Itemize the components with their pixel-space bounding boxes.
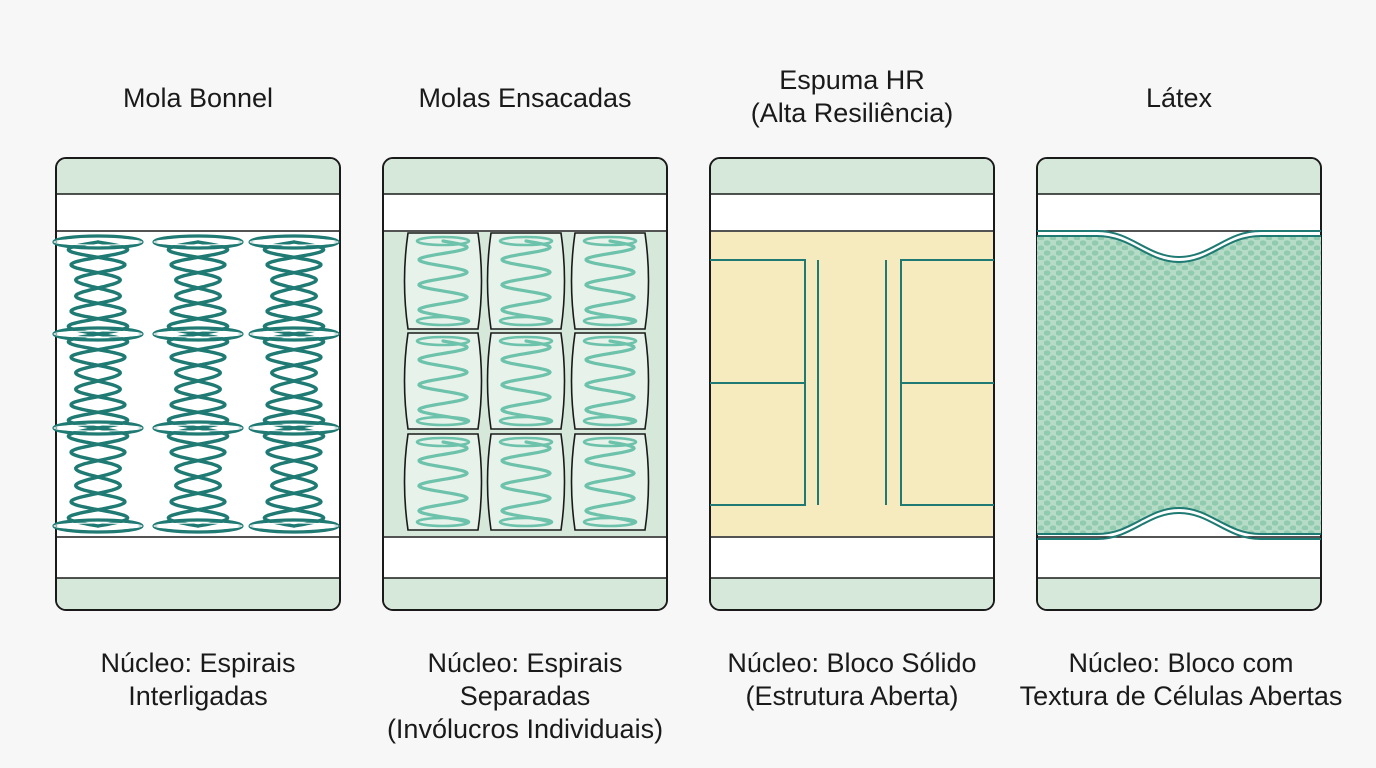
bonnell-ring-highlight [153, 238, 243, 246]
panel-foam [709, 157, 995, 611]
panel-caption-latex: Núcleo: Bloco com Textura de Células Abe… [1009, 647, 1353, 713]
bonnell-ring-highlight [249, 238, 339, 246]
bonnell-coil [66, 240, 130, 336]
pocket-coil [417, 440, 469, 524]
top-cover-layer [384, 159, 666, 194]
pocket-spring [486, 332, 566, 430]
caption-line: Núcleo: Espirais [100, 648, 296, 678]
panel-caption-bonnell: Núcleo: Espirais Interligadas [38, 647, 358, 713]
panel-title-bonnell: Mola Bonnel [48, 82, 348, 115]
pocket-coil-top [415, 436, 471, 448]
pocket-coil [500, 339, 552, 423]
bonnell-ring-highlight [153, 522, 243, 530]
pocket-coil-bottom [582, 315, 638, 327]
title-line: (Alta Resiliência) [750, 98, 954, 128]
caption-line: Separadas [459, 681, 591, 711]
pocket-spring [570, 433, 650, 531]
bottom-cover-layer [57, 578, 339, 609]
pocket-spring [570, 332, 650, 430]
latex-bottom-contour [1037, 506, 1321, 535]
pocket-coil-top [582, 335, 638, 347]
bonnell-coil [166, 240, 230, 336]
pocket-coil [584, 239, 636, 323]
pocket-coil-bottom [498, 415, 554, 427]
bonnell-coil [262, 332, 326, 430]
panel-title-latex: Látex [1029, 82, 1329, 115]
panel-pocket [382, 157, 668, 611]
latex-top-contour [1037, 235, 1321, 264]
bonnell-coil [166, 332, 230, 430]
pocket-coil-bottom [415, 415, 471, 427]
pocket-coil-top [582, 436, 638, 448]
top-cover-layer [1038, 159, 1320, 194]
panel-caption-foam: Núcleo: Bloco Sólido (Estrutura Aberta) [692, 647, 1012, 713]
top-cover-layer [711, 159, 993, 194]
panel-caption-pocket: Núcleo: Espirais Separadas (Invólucros I… [355, 647, 695, 746]
bonnell-ring-highlight [153, 330, 243, 338]
bonnell-coil [262, 426, 326, 528]
bottom-cover-layer [1038, 578, 1320, 609]
caption-line: Núcleo: Bloco com [1068, 648, 1294, 678]
bonnell-coil [66, 332, 130, 430]
panel-title-pocket: Molas Ensacadas [375, 82, 675, 115]
latex-top-contour-outer [1037, 230, 1321, 259]
pocket-coil-top [415, 335, 471, 347]
pocket-coil-bottom [415, 516, 471, 528]
caption-line: (Invólucros Individuais) [386, 714, 664, 744]
pocket-coil [417, 239, 469, 323]
pocket-coil-bottom [498, 516, 554, 528]
pocket-coil [584, 440, 636, 524]
pocket-spring [570, 232, 650, 330]
bonnell-ring-highlight [153, 424, 243, 432]
bonnell-coil [66, 426, 130, 528]
pocket-coil-top [498, 235, 554, 247]
pocket-coil-bottom [498, 315, 554, 327]
latex-bottom-contour-outer [1037, 511, 1321, 540]
caption-line: Núcleo: Bloco Sólido [727, 648, 977, 678]
bonnell-coil [166, 426, 230, 528]
pocket-spring [486, 232, 566, 330]
panel-bonnell [52, 157, 341, 611]
title-line: Espuma HR [779, 65, 925, 95]
mattress-body [55, 157, 341, 611]
bonnell-ring-highlight [53, 424, 143, 432]
bonnell-ring-highlight [249, 522, 339, 530]
pocket-coil-bottom [582, 516, 638, 528]
bonnell-coil [262, 240, 326, 336]
pocket-coil-top [582, 235, 638, 247]
pocket-coil-top [415, 235, 471, 247]
pocket-spring [403, 332, 483, 430]
pocket-coil [417, 339, 469, 423]
title-line: Mola Bonnel [122, 83, 274, 113]
caption-line: Interligadas [128, 681, 268, 711]
pocket-coil-top [498, 335, 554, 347]
bonnell-ring-highlight [249, 330, 339, 338]
pocket-coil [500, 239, 552, 323]
bonnell-ring-highlight [249, 424, 339, 432]
panel-title-foam: Espuma HR (Alta Resiliência) [702, 64, 1002, 130]
bonnell-ring-highlight [53, 522, 143, 530]
bonnell-ring-highlight [53, 238, 143, 246]
pocket-coil-bottom [415, 315, 471, 327]
pocket-coil-top [498, 436, 554, 448]
pocket-spring [403, 433, 483, 531]
bottom-cover-layer [384, 578, 666, 609]
caption-line: Núcleo: Espirais [427, 648, 623, 678]
bonnell-ring-highlight [53, 330, 143, 338]
pocket-spring [486, 433, 566, 531]
pocket-coil [584, 339, 636, 423]
title-line: Látex [1145, 83, 1213, 113]
latex-cell-texture [1037, 236, 1321, 534]
caption-line: Textura de Células Abertas [1019, 681, 1343, 711]
caption-line: (Estrutura Aberta) [745, 681, 959, 711]
bottom-cover-layer [711, 578, 993, 609]
panel-latex [1036, 157, 1322, 611]
title-line: Molas Ensacadas [418, 83, 632, 113]
pocket-spring [403, 232, 483, 330]
pocket-coil [500, 440, 552, 524]
pocket-coil-bottom [582, 415, 638, 427]
top-cover-layer [57, 159, 339, 194]
